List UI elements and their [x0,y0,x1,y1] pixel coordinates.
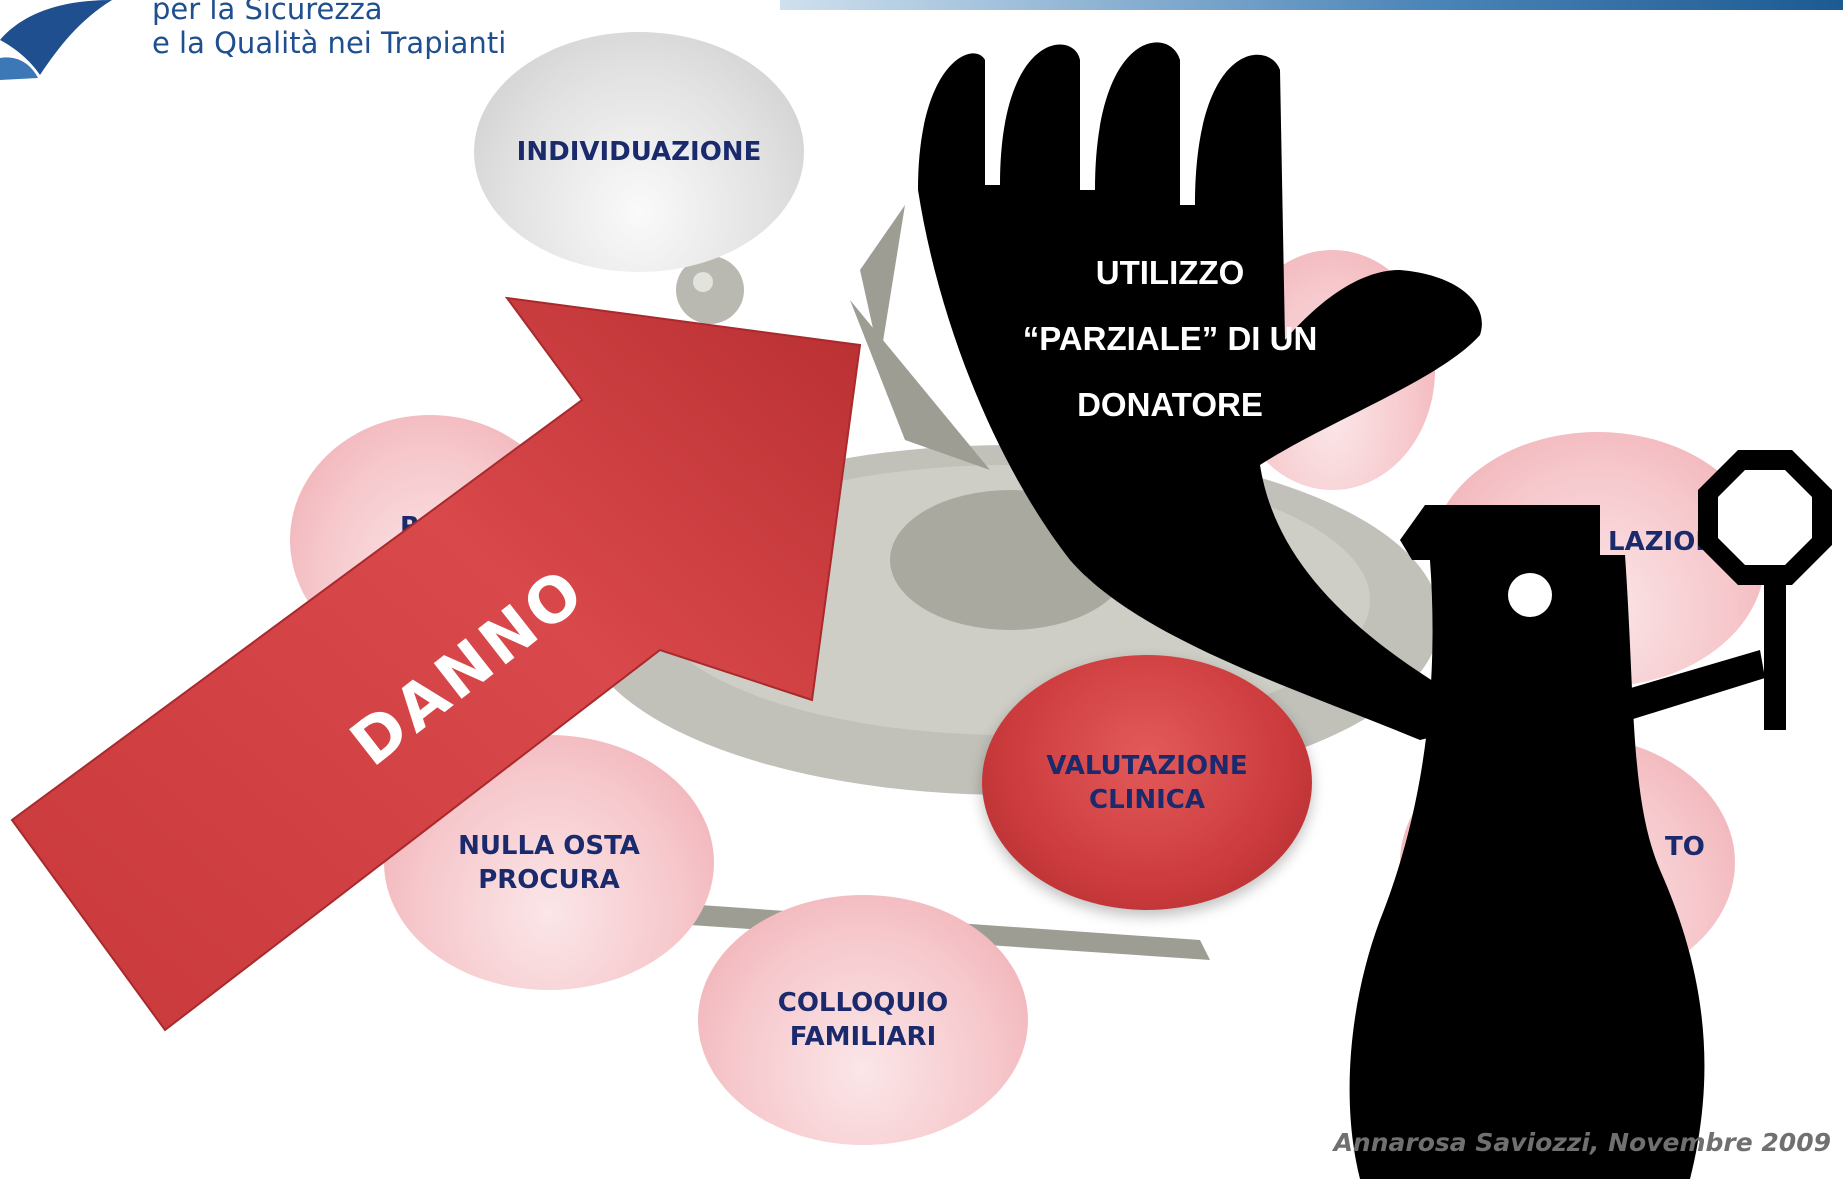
node-colloquio-label: COLLOQUIO FAMILIARI [778,986,949,1054]
node-nulla-osta-line2: PROCURA [478,864,620,895]
node-valutazione-clinica: VALUTAZIONE CLINICA [982,655,1312,910]
org-line-2: e la Qualità nei Trapianti [152,26,507,60]
node-individuazione: INDIVIDUAZIONE [474,32,804,272]
organization-name: per la Sicurezza e la Qualità nei Trapia… [152,0,506,60]
logo-swoosh-icon [0,0,112,80]
org-line-1: per la Sicurezza [152,0,383,26]
hand-line-1: UTILIZZO [1095,254,1245,291]
node-valutazione-line2: CLINICA [1089,784,1205,815]
header-bar [780,0,1843,10]
node-colloquio: COLLOQUIO FAMILIARI [698,895,1028,1145]
node-nulla-osta-label: NULLA OSTA PROCURA [458,829,640,897]
hand-message: UTILIZZO “PARZIALE” DI UN DONATORE [990,240,1350,438]
node-valutazione-label: VALUTAZIONE CLINICA [1046,749,1247,817]
node-right-bottom-label: TO [1665,832,1705,862]
hand-line-3: DONATORE [1077,386,1263,423]
hand-line-2: “PARZIALE” DI UN [1022,320,1318,357]
author-credit: Annarosa Saviozzi, Novembre 2009 [1333,1128,1831,1157]
node-colloquio-line2: FAMILIARI [789,1022,937,1052]
node-valutazione-line1: VALUTAZIONE [1046,750,1248,781]
node-individuazione-label: INDIVIDUAZIONE [516,137,762,167]
node-colloquio-line1: COLLOQUIO [777,988,949,1018]
node-nulla-osta-line1: NULLA OSTA [458,830,640,861]
